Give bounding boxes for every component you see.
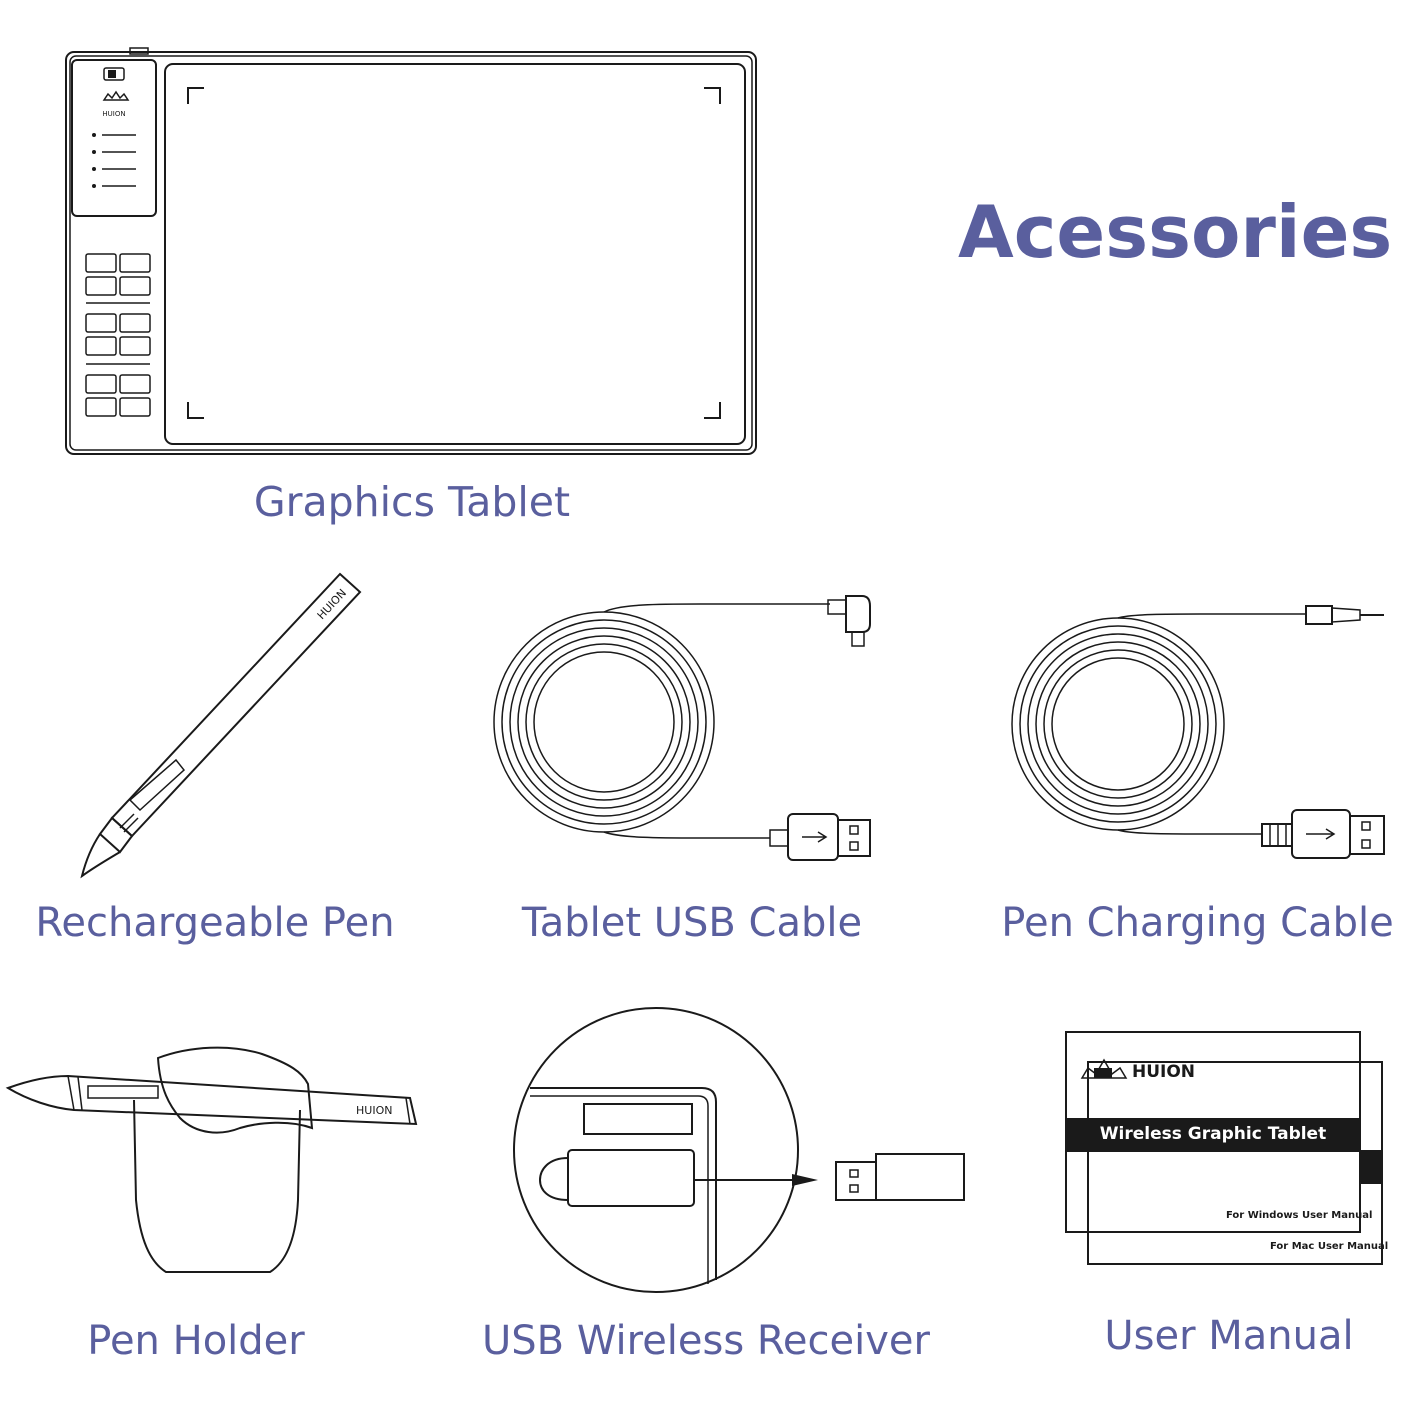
label-user-manual: User Manual — [1104, 1313, 1354, 1359]
graphics-tablet-drawing: HUION — [65, 47, 757, 455]
holder-pen-brand: HUION — [356, 1104, 392, 1117]
tablet-brand: HUION — [102, 110, 125, 118]
pen-brand: HUION — [315, 587, 349, 623]
manual-title: Wireless Graphic Tablet — [1099, 1124, 1327, 1144]
usb-wireless-receiver-drawing — [513, 1007, 965, 1293]
label-pen-charging-cable: Pen Charging Cable — [1001, 900, 1394, 946]
label-pen-holder: Pen Holder — [87, 1318, 305, 1364]
rechargeable-pen-drawing: HUION — [80, 572, 362, 879]
manual-windows-note: For Windows User Manual — [1226, 1210, 1373, 1221]
label-graphics-tablet: Graphics Tablet — [253, 478, 571, 526]
user-manual-drawing — [1065, 1031, 1383, 1265]
manual-brand: HUION — [1132, 1062, 1196, 1082]
tablet-usb-cable-drawing — [493, 595, 871, 861]
label-rechargeable-pen: Rechargeable Pen — [35, 900, 395, 946]
page-title: Acessories — [958, 190, 1393, 274]
label-usb-wireless-receiver: USB Wireless Receiver — [482, 1318, 930, 1364]
manual-mac-note: For Mac User Manual — [1270, 1241, 1389, 1252]
label-tablet-usb-cable: Tablet USB Cable — [521, 900, 863, 946]
pen-holder-drawing: HUION — [5, 1046, 418, 1273]
pen-charging-cable-drawing — [1011, 605, 1385, 859]
